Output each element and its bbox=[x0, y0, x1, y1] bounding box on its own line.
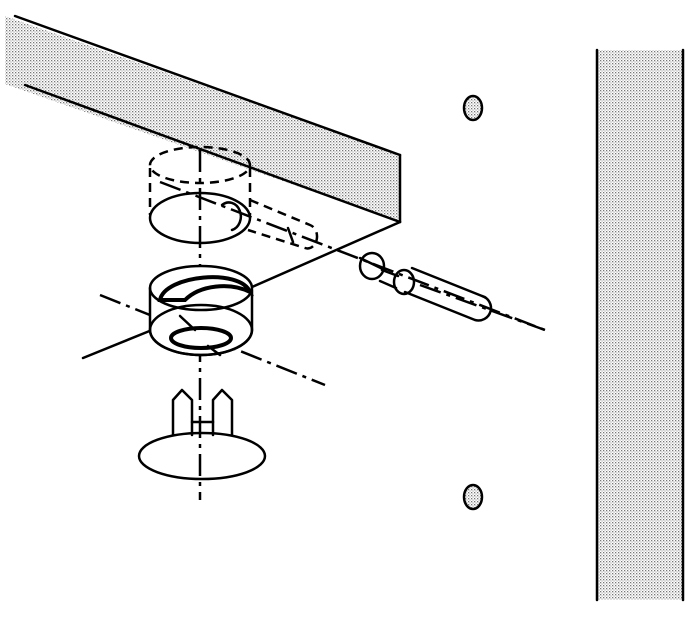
cam-lock bbox=[148, 264, 254, 357]
bolt-axis-centerline bbox=[159, 180, 546, 332]
cam-hole bbox=[148, 145, 319, 250]
side-panel bbox=[595, 48, 685, 602]
cover-plug bbox=[137, 388, 267, 481]
connector-bolt bbox=[358, 251, 546, 332]
shelf-board bbox=[5, 14, 402, 289]
cam-slot-line bbox=[81, 328, 154, 360]
shelf-pin-hole-bottom bbox=[462, 483, 484, 511]
shelf-pin-hole-top bbox=[462, 94, 484, 122]
